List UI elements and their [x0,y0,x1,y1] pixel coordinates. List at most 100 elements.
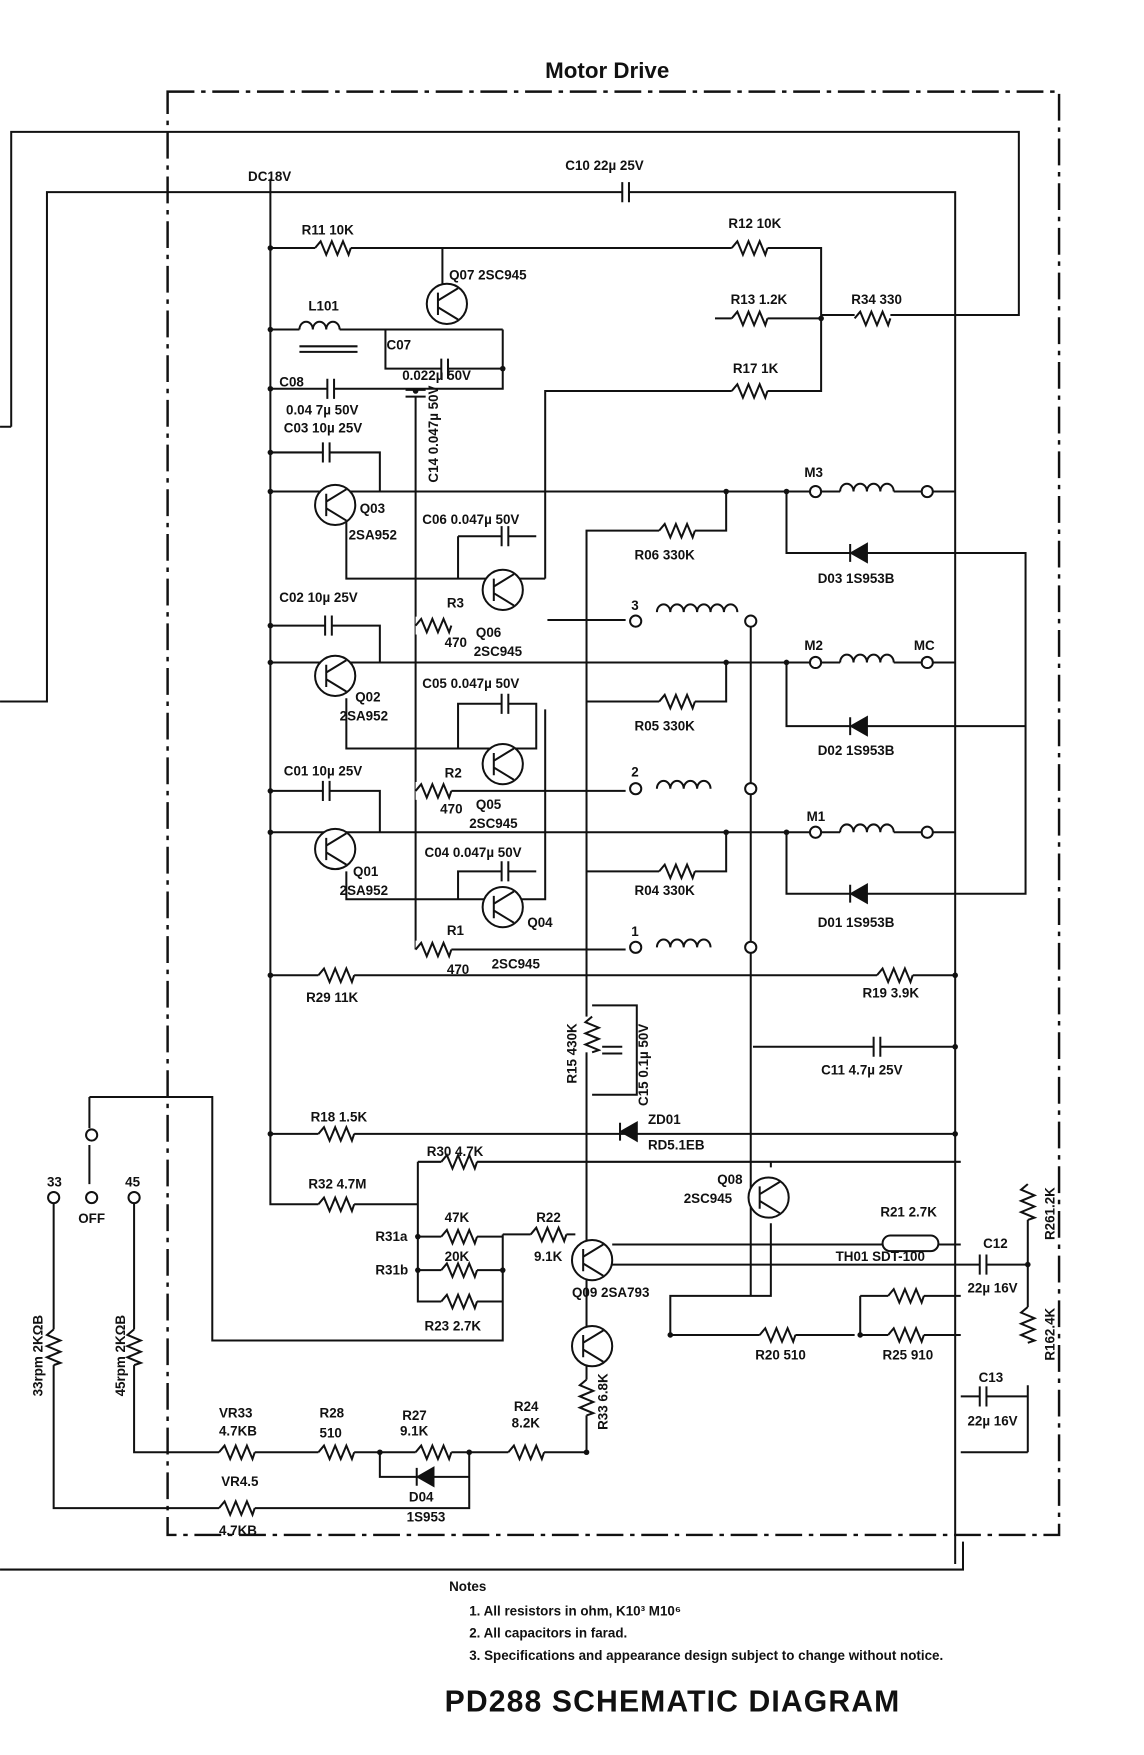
resistor-symbol [317,1194,356,1214]
label-switch-33: 33 [47,1174,62,1189]
junction-dot [583,1449,590,1456]
transistor-leads [492,890,515,924]
label-r22-value: 9.1K [534,1249,563,1264]
label-q04-type: 2SC945 [492,957,541,972]
resistor-symbol [124,1328,144,1367]
label-m3: M3 [804,465,823,480]
terminal [629,940,643,954]
capacitor-bg [979,1385,987,1408]
label-r13: R13 1.2K [731,292,788,307]
capacitor-bg [325,614,332,637]
junction-dot [723,829,729,836]
label-r1-value: 470 [447,962,469,977]
transistor-leads [436,287,459,321]
terminal [744,614,758,628]
label-r34: R34 330 [851,292,902,307]
label-q04: Q04 [527,915,553,930]
resistor-symbol [414,1442,453,1462]
junction-dot [723,488,729,495]
label-r27-value: 9.1K [400,1424,429,1439]
label-r1: R1 [447,923,465,938]
terminal [127,1190,141,1205]
label-c01: C01 10µ 25V [284,763,363,778]
label-r19: R19 3.9K [862,986,919,1001]
label-q01-type: 2SA952 [340,883,388,898]
transistor-symbol [314,483,357,527]
label-zd01-type: RD5.1EB [648,1138,705,1153]
coil-bg [656,936,711,950]
coil-symbol [839,823,895,833]
junction-dot [783,829,790,836]
resistor-symbol [730,238,769,258]
label-vr-33rpm: 33rpm 2KΩB [30,1315,45,1397]
capacitor-symbol [440,358,450,379]
junction-dot [818,315,824,322]
label-q08: Q08 [717,1172,743,1187]
resistor-symbol [317,965,356,985]
label-m2: M2 [804,638,823,653]
label-q06: Q06 [476,625,501,640]
label-q01: Q01 [353,864,379,879]
label-c15: C15 0.1µ 50V [636,1024,651,1106]
label-q02-type: 2SA952 [340,709,388,724]
label-r31b: R31b [375,1263,408,1278]
label-d04-type: 1S953 [407,1510,446,1525]
label-c07: C07 [387,338,412,353]
label-q03: Q03 [360,501,385,516]
notes-title: Notes [449,1579,486,1594]
junction-dot [952,1043,958,1050]
label-c12: C12 [983,1236,1008,1251]
coil-bg [840,651,894,665]
label-d03: D03 1S953B [818,571,895,586]
label-r20: R20 510 [755,1348,806,1363]
capacitor-symbol [500,693,510,714]
label-r31a-value: 47K [445,1210,470,1225]
transistor-symbol [481,885,524,929]
terminal [85,1190,99,1205]
capacitor-bg [441,357,448,380]
label-d01: D01 1S953B [818,915,895,930]
label-switch-off: OFF [78,1211,105,1226]
capacitor-bg [322,441,330,464]
label-r11: R11 10K [302,223,354,238]
terminal [808,484,823,499]
label-r24-value: 8.2K [512,1416,541,1431]
resistor-symbol [1018,1183,1038,1221]
junction-dot [783,488,790,495]
label-r31b-value: 20K [445,1249,470,1264]
label-mc: MC [914,638,935,653]
label-r2: R2 [445,766,462,781]
capacitor-symbol [321,780,331,801]
capacitor-bg [501,525,509,548]
label-r33: R33 6.8K [596,1373,611,1430]
label-c05: C05 0.047µ 50V [422,676,519,691]
label-r17: R17 1K [733,361,779,376]
capacitor-bg [322,779,330,803]
label-q02: Q02 [355,690,380,705]
terminal [629,614,643,628]
label-dc18v: DC18V [248,169,291,184]
resistor-symbol [658,862,696,881]
transistor-leads [325,488,347,522]
label-c14: C14 0.047µ 50V [426,385,441,482]
label-r2-value: 470 [440,801,462,816]
label-m1: M1 [807,809,826,824]
capacitor-symbol [872,1036,882,1057]
terminal [47,1190,61,1205]
junction-dot [723,659,729,666]
label-zd01: ZD01 [648,1112,681,1127]
coil-bg [840,821,894,835]
capacitor-bg [873,1035,881,1058]
resistor-symbol [414,616,453,636]
terminal [920,655,934,670]
label-r31a: R31a [375,1229,408,1244]
capacitor-bg [501,692,509,715]
transistor-leads [758,1181,781,1215]
resistor-symbol [887,1325,925,1345]
junction-dot [952,1131,958,1137]
terminal [629,782,643,796]
terminal [920,484,934,499]
junction-dot [466,1449,473,1456]
